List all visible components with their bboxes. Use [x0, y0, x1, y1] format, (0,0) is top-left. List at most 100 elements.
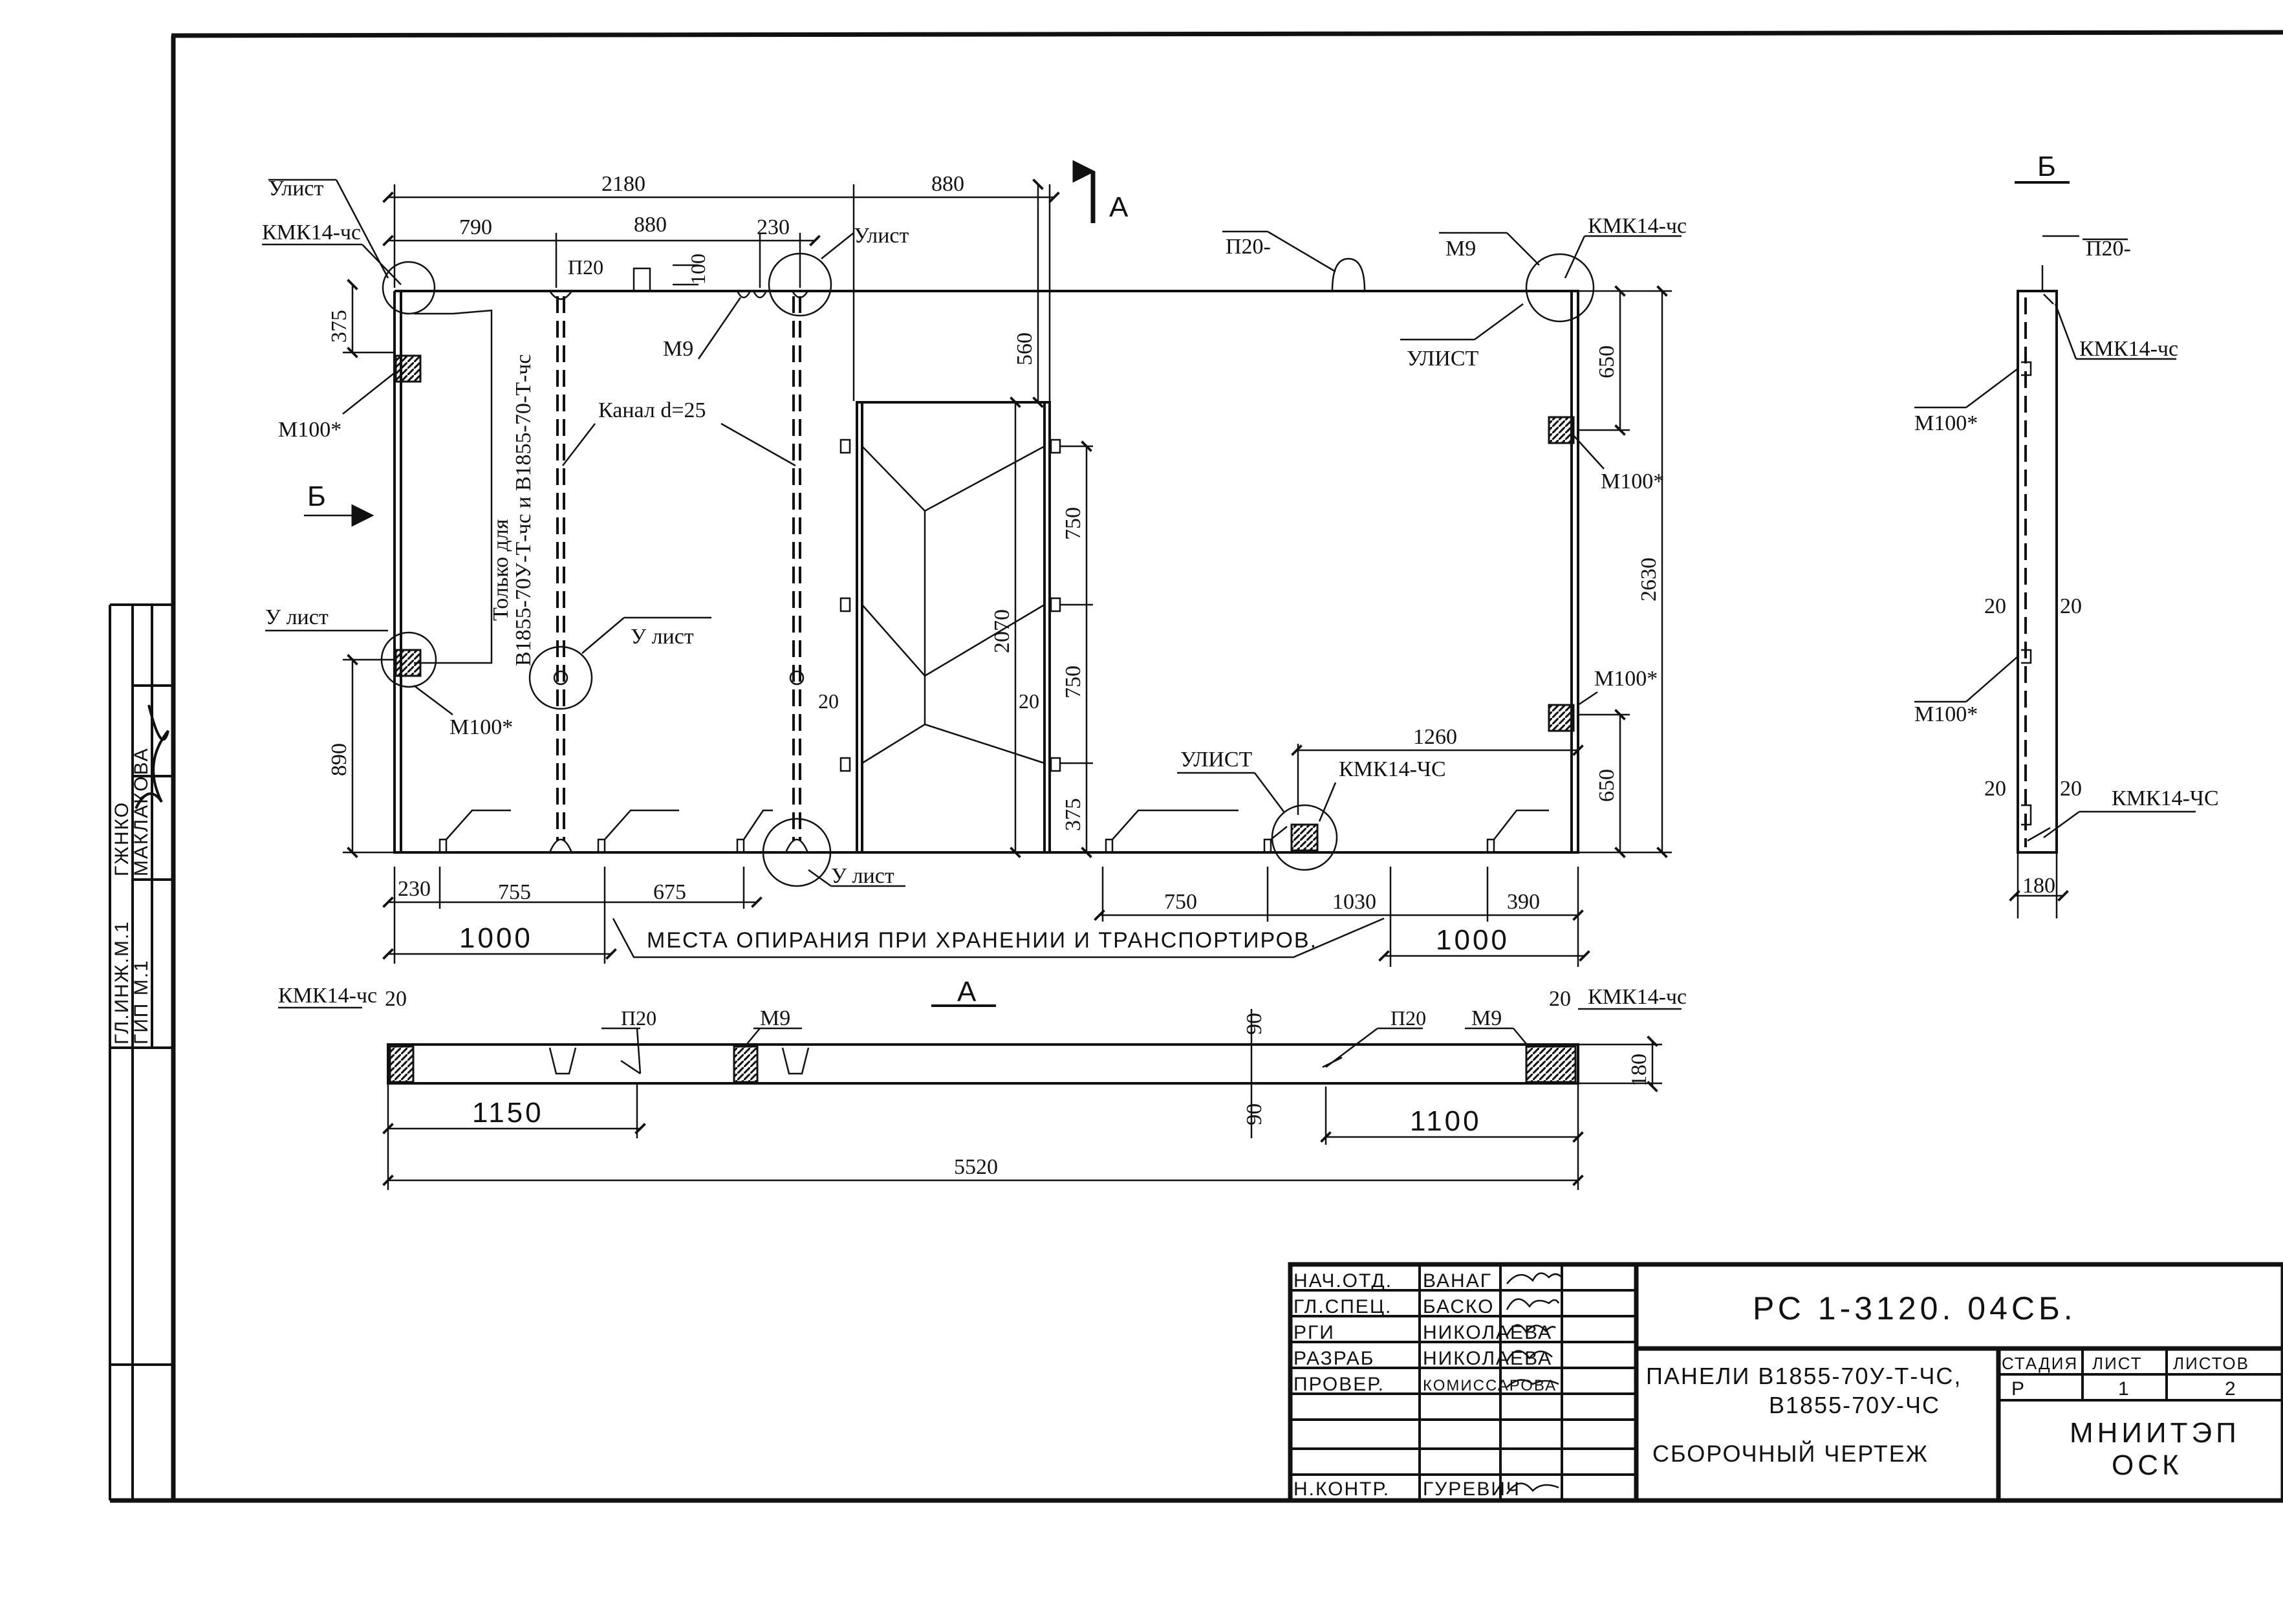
section-b-width: 180 [2022, 874, 2055, 898]
section-b-label-5: М100* [1914, 702, 1978, 726]
dim-top-3: 880 [634, 213, 667, 237]
label-section-a: А [1109, 191, 1131, 223]
section-b-label-2: М100* [1914, 411, 1978, 435]
signature-2-icon [1506, 1324, 1556, 1336]
dim-bottom-2: 675 [653, 880, 686, 904]
label-m100-1: М100* [278, 418, 341, 442]
section-b-label-1: КМК14-чс [2079, 337, 2178, 361]
sheet-header: ЛИСТ [2092, 1354, 2143, 1373]
label-only-for-1: Только для [489, 519, 513, 621]
signature-0-icon [1506, 1272, 1563, 1284]
section-a-label-8: 20 [1549, 987, 1571, 1011]
sig-role-3: РАЗРАБ [1293, 1348, 1375, 1369]
side-name2: МАКЛАКОВА [131, 747, 152, 876]
section-a-label-3: М9 [760, 1006, 790, 1030]
side-name1: ГЖНКО [111, 801, 133, 876]
signature-1-icon [1506, 1298, 1560, 1310]
section-b: Б П20- КМК14-чс М100* 20 20 М100* 20 20 … [1914, 151, 2219, 918]
label-m100-r1: М100* [1601, 470, 1664, 493]
dim-door-6: 20 [1019, 689, 1039, 713]
dim-right-2: 650 [1595, 769, 1619, 802]
dim-door-5: 20 [818, 689, 839, 713]
sig-name-4: КОМИССАРОВА [1423, 1377, 1557, 1394]
section-a-label-4: 90 [1242, 1013, 1266, 1035]
section-a-label-5: 90 [1242, 1103, 1266, 1125]
label-kmk-br: КМК14-ЧС [1339, 757, 1446, 781]
signature-4-icon [1506, 1379, 1559, 1388]
dim-door-2: 2070 [990, 609, 1014, 653]
dim-bottom-5: 1030 [1332, 890, 1376, 914]
sig-role-0: НАЧ.ОТД. [1293, 1270, 1392, 1292]
title-block: НАЧ.ОТД. ВАНАГ ГЛ.СПЕЦ. БАСКО РГИ НИКОЛА… [1288, 1262, 2283, 1503]
dim-bottom-3: 1000 [459, 922, 533, 954]
dim-right-0: 650 [1595, 345, 1619, 378]
label-m100-2: М100* [449, 715, 513, 739]
section-a-label-9: КМК14-чс [1588, 985, 1687, 1009]
signature-3-icon [1506, 1350, 1553, 1362]
dim-right-1: 2630 [1637, 558, 1661, 601]
section-a-dim-2: 5520 [954, 1155, 998, 1179]
label-m9-tr: М9 [1445, 237, 1476, 261]
sheets-header: ЛИСТОВ [2173, 1354, 2249, 1373]
sig-role-1: ГЛ.СПЕЦ. [1293, 1296, 1392, 1317]
front-view-labels: Улист КМК14-чс П20 Улист М9 Канал d=25 Т… [262, 171, 1687, 888]
dim-bottom-1: 755 [498, 880, 531, 904]
section-a-label-0: КМК14-чс [278, 984, 377, 1008]
side-stamp: ГЛ.ИНЖ.М.1 ГИП М.1 ГЖНКО МАКЛАКОВА [111, 704, 169, 1045]
sig-name-0: ВАНАГ [1423, 1270, 1492, 1292]
dim-bottom-8: 1260 [1413, 725, 1457, 749]
dim-bump: 100 [686, 254, 709, 285]
org-line2: ОСК [2112, 1449, 2183, 1481]
label-ulist-bottom: У лист [831, 864, 894, 888]
sig-name-3: НИКОЛАЕВА [1423, 1348, 1552, 1369]
label-ulist-tl: Улист [268, 177, 323, 200]
section-a-dim-0: 1150 [472, 1097, 544, 1129]
label-only-for-2: В1855-70У-Т-чс и В1855-70-Т-чс [512, 354, 536, 666]
sig-role-4: ПРОВЕР. [1293, 1374, 1385, 1395]
org-line1: МНИИТЭП [2070, 1417, 2240, 1449]
sheet-title-1: ПАНЕЛИ В1855-70У-Т-ЧС, [1646, 1363, 1962, 1389]
label-ulist-left: У лист [265, 605, 329, 629]
signature-5-icon [1506, 1482, 1559, 1495]
dim-bottom-4: 750 [1164, 890, 1197, 914]
label-kmk-tl: КМК14-чс [262, 221, 361, 244]
section-b-label-7: 20 [2060, 777, 2082, 801]
label-m100-r2: М100* [1594, 667, 1658, 691]
section-b-label-6: 20 [1984, 777, 2006, 801]
section-a: А КМК14-чс 20 П20 М9 90 90 П20 М9 20 КМК… [278, 976, 1687, 1190]
dim-door-1: 750 [1061, 507, 1085, 540]
sheet-title-2: В1855-70У-ЧС [1769, 1392, 1940, 1418]
sheet-number: 1 [2118, 1378, 2130, 1400]
section-a-label-7: М9 [1471, 1006, 1502, 1030]
side-signature-icon [135, 704, 169, 809]
section-a-title: А [957, 976, 979, 1008]
dim-left-1: 890 [327, 743, 351, 776]
support-note: МЕСТА ОПИРАНИЯ ПРИ ХРАНЕНИИ И ТРАНСПОРТИ… [647, 928, 1317, 953]
label-m9-top: М9 [663, 337, 693, 361]
side-role1: ГЛ.ИНЖ.М.1 [111, 920, 133, 1045]
sheet-subtitle: СБОРОЧНЫЙ ЧЕРТЕЖ [1652, 1440, 1929, 1467]
dim-top-2: 790 [459, 215, 492, 239]
section-b-label-4: 20 [2060, 594, 2082, 618]
label-ulist-br: УЛИСТ [1180, 748, 1253, 772]
label-canal: Канал d=25 [598, 398, 706, 422]
section-b-label-0: П20- [2086, 237, 2131, 261]
section-a-label-2: П20 [621, 1006, 656, 1030]
section-a-label-10: 180 [1627, 1054, 1651, 1087]
section-a-label-1: 20 [385, 987, 407, 1011]
sig-role-5: Н.КОНТР. [1293, 1478, 1390, 1500]
sheets-total: 2 [2225, 1378, 2237, 1400]
side-role2: ГИП М.1 [131, 959, 152, 1045]
sig-name-1: БАСКО [1423, 1296, 1495, 1317]
section-a-label-6: П20 [1390, 1006, 1426, 1030]
label-ulist-tr: УЛИСТ [1407, 347, 1479, 371]
dim-bottom-6: 390 [1507, 890, 1540, 914]
label-ulist-mid: У лист [631, 625, 694, 649]
dim-left-0: 375 [327, 310, 351, 343]
label-p20-top: П20 [568, 255, 603, 279]
sig-name-5: ГУРЕВИЧ [1423, 1478, 1520, 1500]
stage-header: СТАДИЯ [2002, 1354, 2078, 1373]
dim-top-0: 2180 [601, 172, 645, 196]
section-b-title: Б [2037, 151, 2059, 182]
